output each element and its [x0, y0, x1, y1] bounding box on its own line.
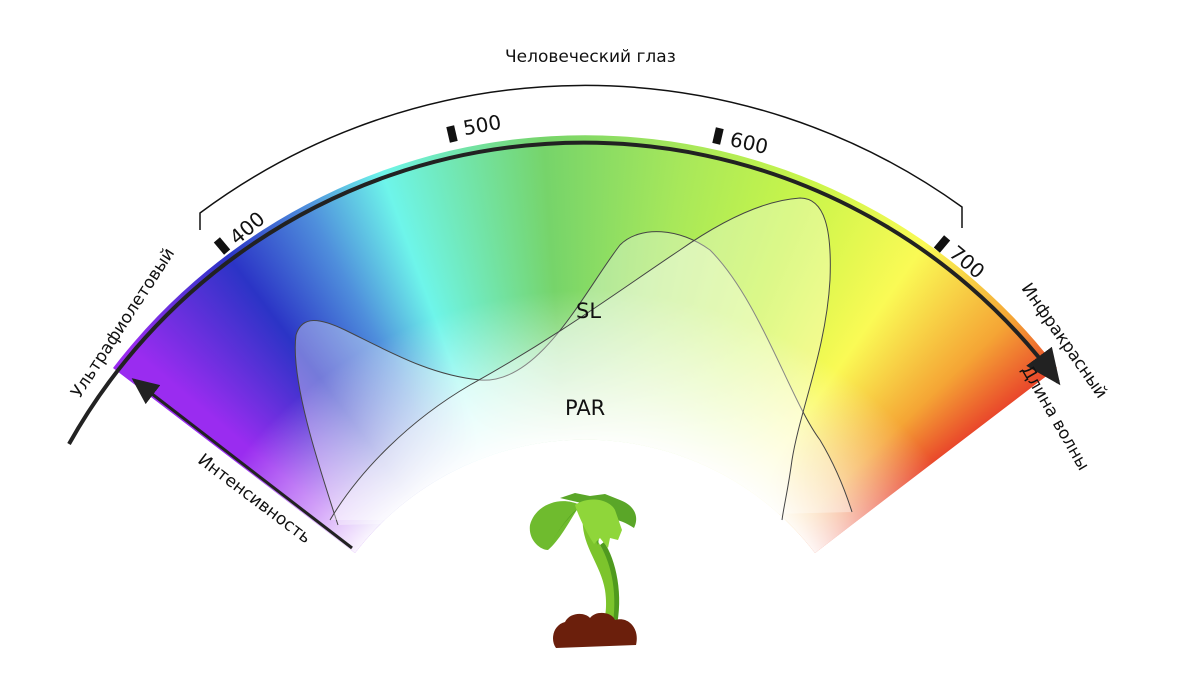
tick-mark-500	[446, 125, 458, 143]
par-curve	[329, 197, 831, 521]
tick-mark-700	[933, 235, 951, 253]
par-curve-label: PAR	[565, 396, 606, 420]
tick-mark-600	[712, 127, 724, 145]
wavelength-axis-arc	[67, 140, 1061, 445]
plant-icon	[529, 493, 637, 648]
human-eye-bracket	[199, 84, 963, 230]
human-eye-label: Человеческий глаз	[505, 47, 676, 67]
sl-curve-label: SL	[576, 299, 602, 323]
tick-mark-400	[213, 237, 231, 255]
intensity-arrow	[131, 378, 353, 550]
sl-curve	[294, 231, 853, 526]
